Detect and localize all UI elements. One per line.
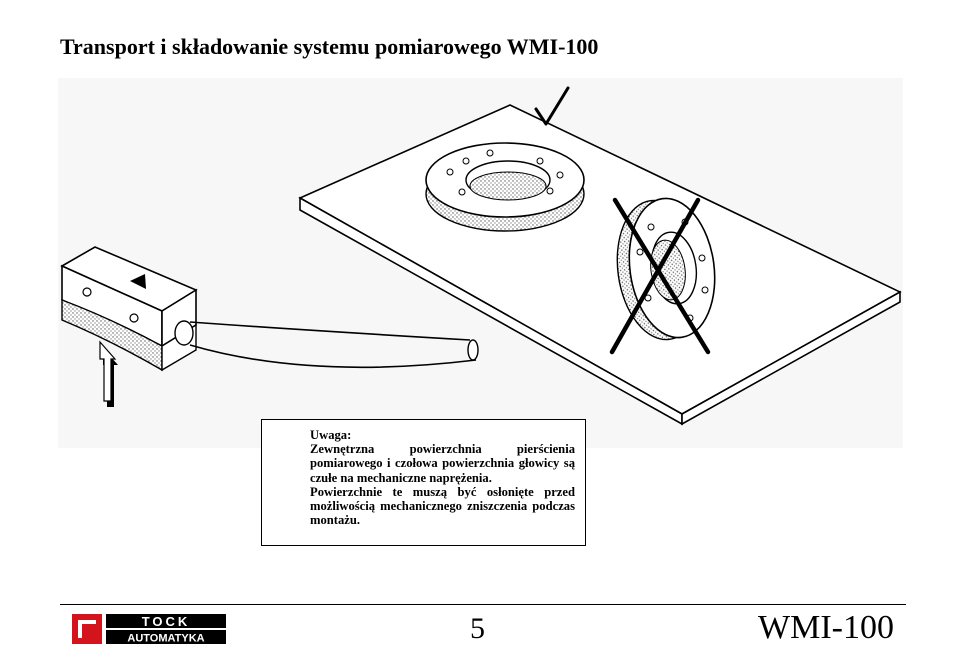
logo-text-top: TOCK — [142, 614, 191, 629]
page-title: Transport i składowanie systemu pomiarow… — [60, 34, 599, 59]
note-heading: Uwaga: — [310, 428, 352, 442]
note-paragraph-1: Zewnętrzna powierzchnia pierścienia pomi… — [310, 442, 575, 485]
note-paragraph-2: Powierzchnie te muszą być osłonięte prze… — [310, 484, 575, 528]
cross-icon — [609, 197, 711, 355]
sensor-head — [60, 246, 198, 372]
ring-lying-flat — [425, 142, 585, 232]
sensor-cable — [174, 320, 479, 369]
page-number: 5 — [470, 612, 485, 645]
document-code: WMI-100 — [758, 609, 894, 646]
company-logo: TOCK AUTOMATYKA — [72, 614, 226, 645]
footer-divider — [60, 604, 906, 605]
checkmark-icon — [534, 86, 570, 126]
logo-text-bottom: AUTOMATYKA — [127, 633, 204, 645]
arrow-up-icon — [99, 340, 118, 407]
warning-note: Uwaga: Zewnętrzna powierzchnia pierścien… — [261, 419, 586, 546]
